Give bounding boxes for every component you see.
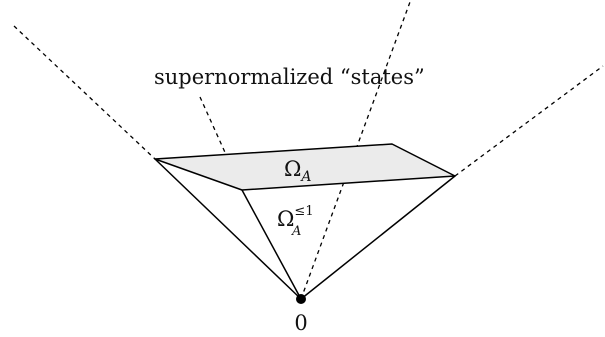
cone-edge-right <box>300 175 456 300</box>
dashed-ray-right <box>454 65 604 177</box>
cone-edge-front <box>241 189 302 300</box>
supernormalized-label: supernormalized “states” <box>154 65 425 89</box>
origin-label: 0 <box>294 311 307 335</box>
omega-le1-superscript: ≤1 <box>294 204 313 219</box>
cone-edge-left <box>154 158 302 300</box>
origin-point <box>296 294 306 304</box>
dashed-ray-left <box>13 25 156 160</box>
omega-a-subscript: A <box>299 169 311 185</box>
omega-a-label: ΩA <box>284 157 312 185</box>
dashed-ray-front <box>199 96 243 191</box>
omega-le1-subscript: A <box>291 224 301 239</box>
